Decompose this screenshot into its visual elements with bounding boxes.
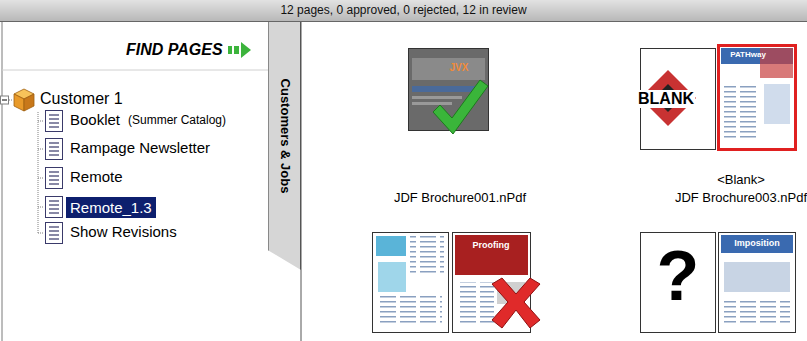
page-icon — [46, 223, 63, 244]
customer-name: Customer 1 — [40, 90, 123, 108]
thumbnail-approved — [409, 49, 489, 135]
selected-job: Remote_1.3 — [66, 197, 156, 218]
node-text: Customers & Jobs — [277, 79, 292, 194]
job-name: Rampage Newsletter — [70, 139, 210, 156]
thumbnail-unknown — [641, 233, 796, 333]
thumbnail-rejected — [373, 233, 541, 333]
page-caption: JDF Brochure001.nPdf — [394, 191, 526, 206]
status-bar: 12 pages, 0 approved, 0 rejected, 12 in … — [0, 0, 807, 22]
job-icons — [46, 111, 63, 244]
thumb-text: BLANK — [637, 90, 695, 108]
node-text: 12 pages, 0 approved, 0 rejected, 12 in … — [280, 4, 526, 18]
expand-box — [1, 96, 9, 104]
page-icon — [46, 197, 63, 218]
page-caption: JDF Brochure003.nPdf — [675, 191, 807, 206]
vertical-tab: Customers & Jobs — [268, 22, 301, 270]
node-text: Remote_1.3 — [70, 199, 152, 216]
left-panel — [0, 22, 268, 341]
customer-icon — [14, 89, 34, 111]
page-icon — [46, 139, 63, 160]
thumb-text: PATHway — [730, 50, 766, 59]
page-icon — [46, 111, 63, 132]
tree-lines — [9, 100, 44, 233]
header-rule — [2, 70, 268, 71]
question-mark: ? — [657, 236, 700, 317]
job-note: (Summer Catalog) — [128, 114, 226, 128]
green-arrow — [228, 42, 251, 58]
thumb-text: Imposition — [734, 238, 780, 248]
job-name: Remote — [70, 168, 123, 185]
panel-heading: FIND PAGES — [126, 41, 223, 59]
job-name: Booklet — [70, 111, 120, 128]
thumb-text: Proofing — [473, 240, 510, 250]
page-caption: <Blank> — [717, 173, 765, 188]
page-icon — [46, 168, 63, 189]
job-name: Show Revisions — [70, 223, 177, 240]
thumb-text: JVX — [450, 62, 469, 74]
